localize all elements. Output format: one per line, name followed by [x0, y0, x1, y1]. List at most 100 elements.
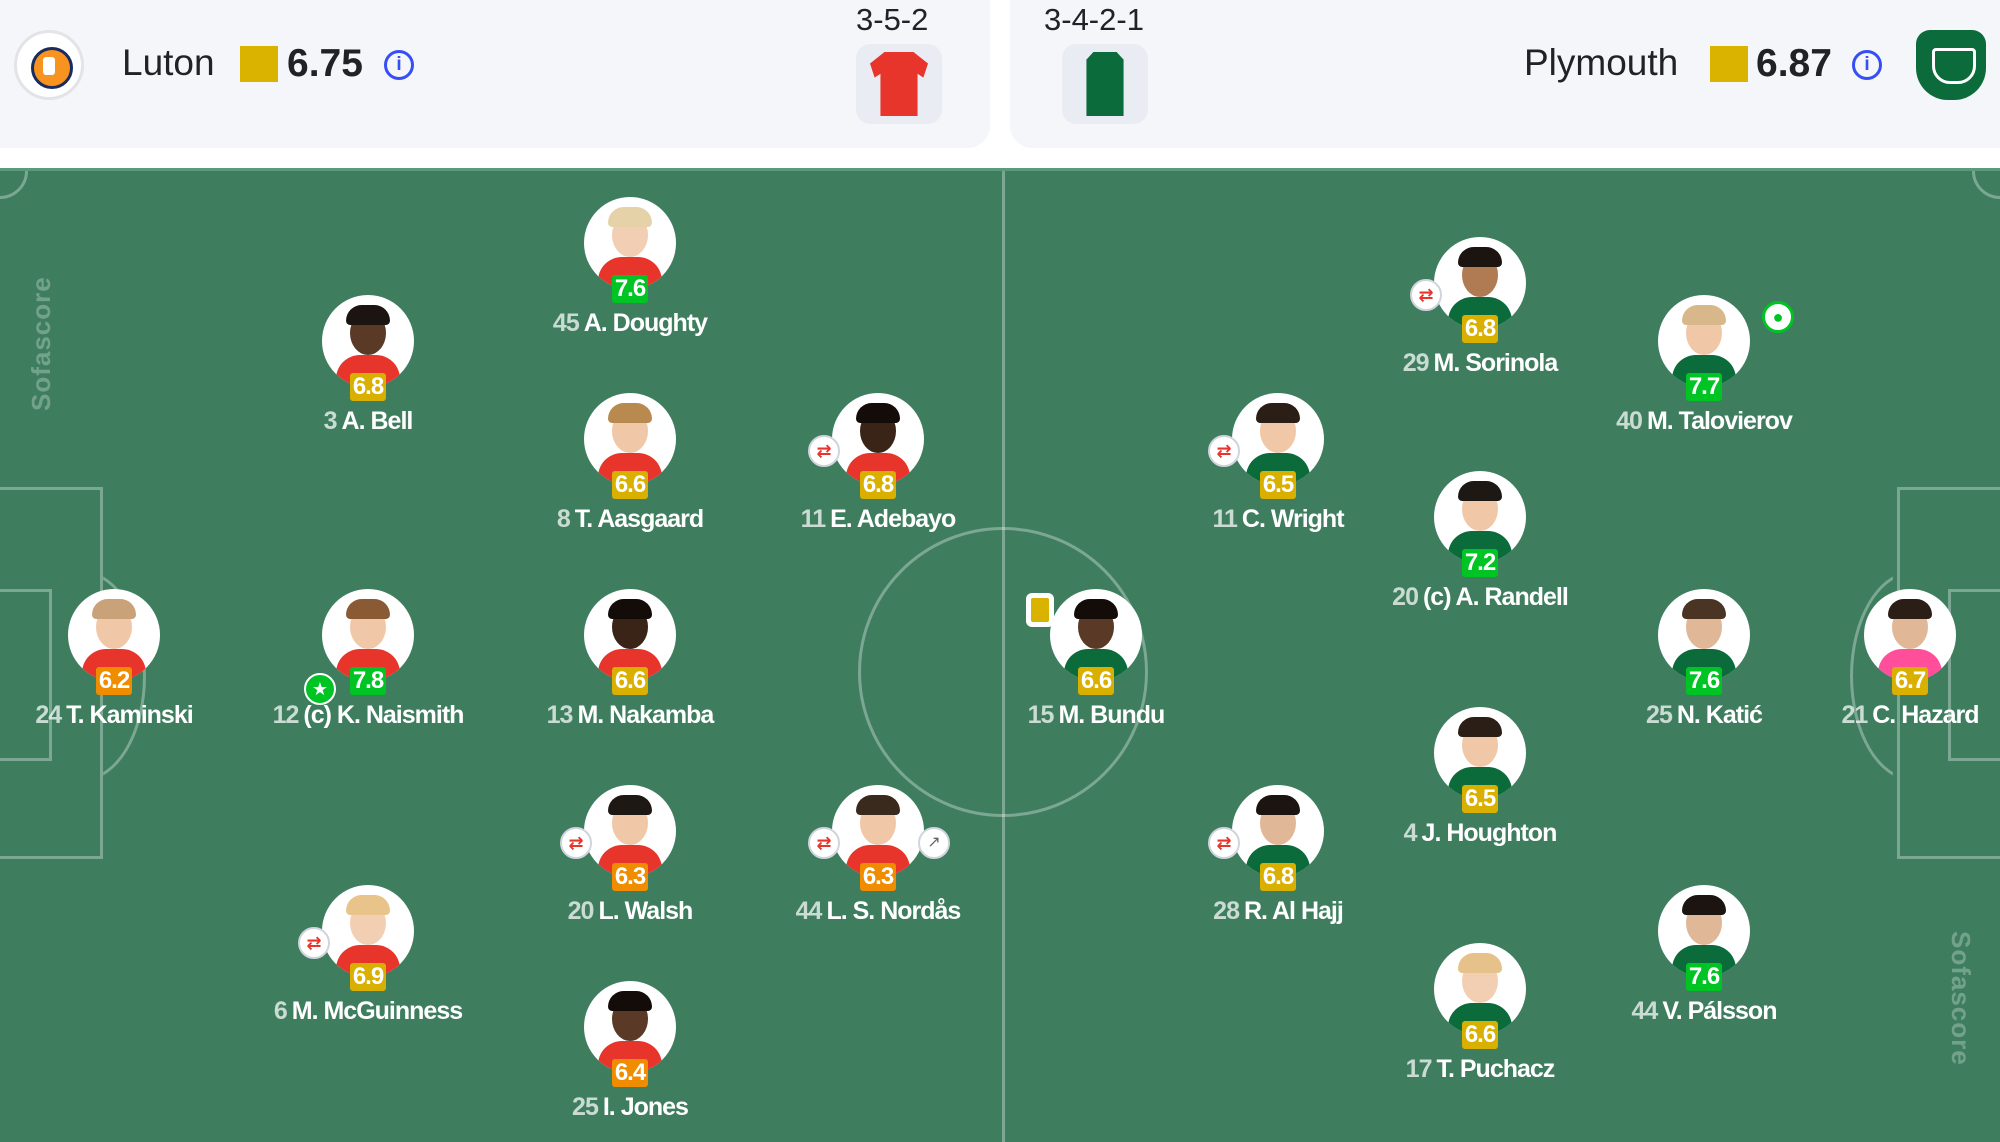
- home-formation: 3-5-2: [856, 2, 929, 37]
- away-team-rating: 6.87: [1756, 42, 1832, 85]
- away-rating-info-icon[interactable]: i: [1852, 50, 1882, 80]
- yellow-card-icon: [1026, 593, 1054, 627]
- player-label: 12(c) K. Naismith: [228, 701, 508, 730]
- player-name: J. Houghton: [1421, 819, 1558, 847]
- player-name: L. Walsh: [598, 897, 693, 925]
- player-name: C. Hazard: [1872, 701, 1979, 729]
- corner-arc-top-left: [0, 171, 28, 199]
- luton-crest-icon: [14, 30, 84, 100]
- away-team-name[interactable]: Plymouth: [1524, 42, 1679, 83]
- player-hair: [856, 795, 900, 815]
- player-avatar: [1658, 589, 1750, 681]
- goal-ball-icon: ●: [1762, 301, 1794, 333]
- player-of-match-star-icon: ★: [304, 673, 336, 705]
- player-rating: 7.6: [1686, 963, 1722, 991]
- player-avatar: [1658, 885, 1750, 977]
- player-hair: [1458, 247, 1502, 267]
- lineup-header: Luton 6.75 i 3-5-2 3-4-2-1 Plymouth 6.87…: [0, 0, 2000, 168]
- goal-area-left: [0, 589, 52, 761]
- substitution-icon: ⇄: [298, 927, 330, 959]
- plymouth-crest-icon: [1916, 30, 1986, 100]
- player-number: 11: [1212, 505, 1237, 533]
- player-number: 15: [1027, 701, 1055, 729]
- player-avatar: [832, 393, 924, 485]
- player-hair: [1682, 599, 1726, 619]
- player-name: I. Jones: [602, 1093, 689, 1121]
- center-circle: [858, 527, 1148, 817]
- player-avatar: [322, 885, 414, 977]
- player-number: 8: [556, 505, 571, 533]
- player-number: 21: [1841, 701, 1868, 729]
- player-name: (c) A. Randell: [1422, 583, 1569, 611]
- player-number: 25: [572, 1093, 599, 1121]
- home-team-name[interactable]: Luton: [122, 42, 215, 83]
- player-rating: 6.3: [612, 863, 648, 891]
- player-hair: [1256, 403, 1300, 423]
- player-avatar: [584, 393, 676, 485]
- player-number: 25: [1646, 701, 1673, 729]
- away-kit-button[interactable]: [1062, 44, 1148, 124]
- player-name: R. Al Hajj: [1243, 897, 1344, 925]
- player-hair: [608, 207, 652, 227]
- player-hair: [1458, 953, 1502, 973]
- player-number: 4: [1403, 819, 1418, 847]
- player-name: M. Nakamba: [577, 701, 714, 729]
- player-number: 44: [795, 897, 823, 925]
- player-name: T. Puchacz: [1436, 1055, 1555, 1083]
- player-rating: 6.6: [1078, 667, 1114, 695]
- player-name: M. Talovierov: [1646, 407, 1793, 435]
- home-kit-button[interactable]: [856, 44, 942, 124]
- player-rating: 6.7: [1892, 667, 1928, 695]
- player-rating: 6.6: [612, 667, 648, 695]
- home-team-card: Luton 6.75 i 3-5-2: [0, 0, 990, 148]
- player-rating: 6.6: [1462, 1021, 1498, 1049]
- player-rating: 7.6: [1686, 667, 1722, 695]
- player-number: 20: [1392, 583, 1419, 611]
- player-hair: [346, 599, 390, 619]
- player-hair: [608, 795, 652, 815]
- player-number: 28: [1213, 897, 1240, 925]
- corner-arc-top-right: [1972, 171, 2000, 199]
- home-rating-info-icon[interactable]: i: [384, 50, 414, 80]
- substitution-icon: ⇄: [808, 435, 840, 467]
- player-number: 11: [800, 505, 826, 533]
- player-rating: 6.9: [350, 963, 386, 991]
- player-rating: 6.4: [612, 1059, 648, 1087]
- player-rating: 6.5: [1260, 471, 1296, 499]
- player-avatar: [1434, 707, 1526, 799]
- home-team-rating: 6.75: [287, 42, 363, 85]
- player-number: 44: [1631, 997, 1659, 1025]
